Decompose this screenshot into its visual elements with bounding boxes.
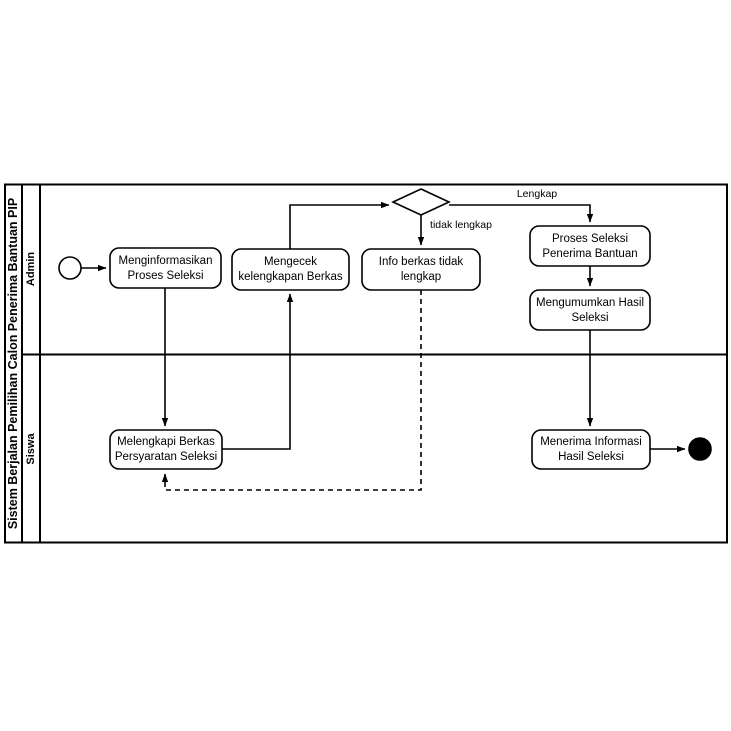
pool-title-text: Sistem Berjalan Pemilihan Calon Penerima… <box>6 198 20 529</box>
activity-box[interactable] <box>531 429 651 470</box>
activity-box[interactable] <box>361 248 481 291</box>
lane-label-admin: Admin <box>25 252 37 287</box>
flow-info-tidak-lengkap-to-melengkapi-dashed <box>161 290 422 491</box>
edge-label-tidak-lengkap: tidak lengkap <box>430 219 492 231</box>
lane-label-admin-text: Admin <box>25 252 37 287</box>
activity-proses-seleksi-penerima-bantuan[interactable]: Proses Seleksi Penerima Bantuan <box>529 225 651 267</box>
flow-mengecek-to-decision <box>289 201 390 249</box>
activity-info-berkas-tidak-lengkap[interactable]: Info berkas tidak lengkap <box>361 248 481 291</box>
activity-label-line1: Info berkas tidak <box>379 256 464 268</box>
activity-label-line1: Mengumumkan Hasil <box>536 297 644 309</box>
activity-menginformasikan-proses-seleksi[interactable]: Menginformasikan Proses Seleksi <box>109 247 222 289</box>
activity-menerima-informasi-hasil-seleksi[interactable]: Menerima Informasi Hasil Seleksi <box>531 429 651 470</box>
activity-box[interactable] <box>529 225 651 267</box>
activity-label-line2: Hasil Seleksi <box>558 451 624 463</box>
start-node[interactable] <box>58 256 82 280</box>
pool-title: Sistem Berjalan Pemilihan Calon Penerima… <box>6 198 20 529</box>
activity-mengumumkan-hasil-seleksi[interactable]: Mengumumkan Hasil Seleksi <box>529 289 651 331</box>
activity-label-line2: Proses Seleksi <box>127 270 203 282</box>
lane-label-siswa-text: Siswa <box>25 433 37 465</box>
activity-label-line2: Penerima Bantuan <box>542 248 637 260</box>
lane-label-siswa: Siswa <box>25 433 37 465</box>
activity-label-line1: Mengecek <box>264 256 317 268</box>
activity-label-line1: Melengkapi Berkas <box>117 436 215 448</box>
activity-label-line2: Persyaratan Seleksi <box>115 451 217 463</box>
activity-box[interactable] <box>529 289 651 331</box>
end-node[interactable] <box>688 437 712 461</box>
activity-label-line2: Seleksi <box>571 312 608 324</box>
activity-melengkapi-berkas-persyaratan-seleksi[interactable]: Melengkapi Berkas Persyaratan Seleksi <box>109 429 223 470</box>
decision-node[interactable] <box>391 188 451 216</box>
activity-label-line2: kelengkapan Berkas <box>238 271 342 283</box>
edge-label-lengkap: Lengkap <box>517 188 557 200</box>
activity-label-line1: Menginformasikan <box>119 255 213 267</box>
flow-decision-to-proses-seleksi <box>449 204 594 223</box>
activity-label-line2: lengkap <box>401 271 441 283</box>
activity-mengecek-kelengkapan-berkas[interactable]: Mengecek kelengkapan Berkas <box>231 248 350 291</box>
activity-box[interactable] <box>109 429 223 470</box>
activity-label-line1: Menerima Informasi <box>540 436 642 448</box>
activity-box[interactable] <box>231 248 350 291</box>
activity-box[interactable] <box>109 247 222 289</box>
flow-melengkapi-to-mengecek <box>222 293 294 450</box>
activity-label-line1: Proses Seleksi <box>552 233 628 245</box>
